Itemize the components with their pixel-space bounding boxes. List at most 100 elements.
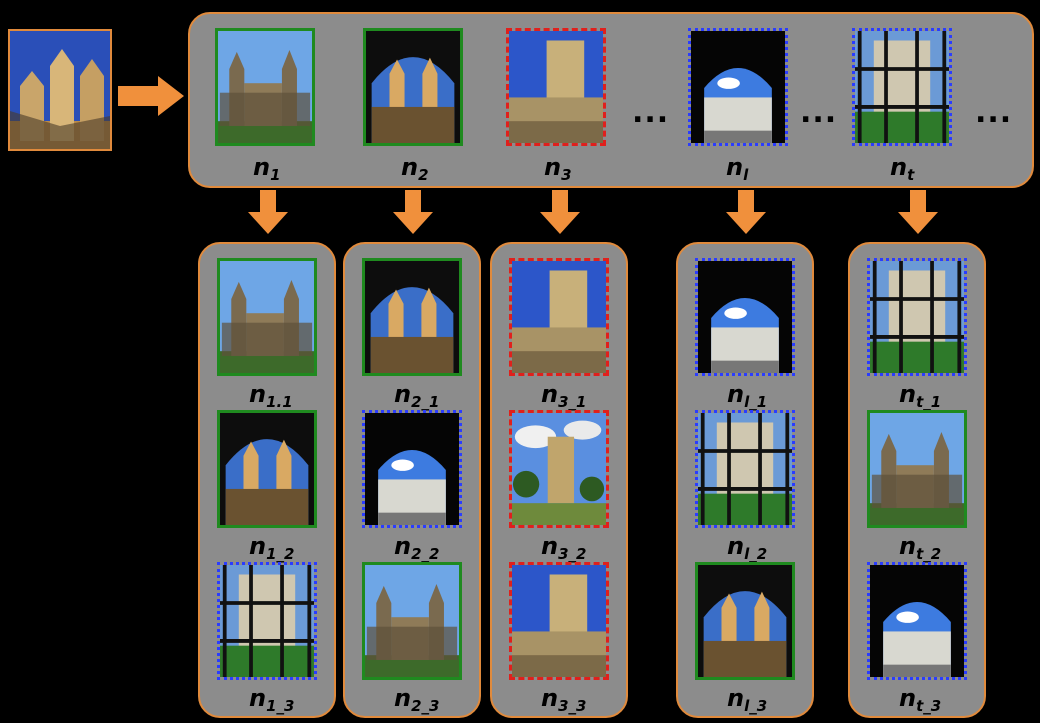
label-base: n bbox=[249, 380, 267, 408]
top-candidate-3 bbox=[506, 28, 606, 146]
column-3-match-1 bbox=[509, 258, 609, 376]
column-1-match-1 bbox=[217, 258, 317, 376]
label-subscript: 3_1 bbox=[558, 393, 587, 411]
label-subscript: 3 bbox=[561, 166, 572, 184]
label-base: n bbox=[726, 153, 744, 181]
arch-facade-photo bbox=[698, 565, 792, 677]
column-5-label-3: nt_3 bbox=[899, 684, 941, 715]
top-candidate-label-4: nl bbox=[726, 153, 748, 184]
label-subscript: l_2 bbox=[744, 545, 768, 563]
column-2-match-3 bbox=[362, 562, 462, 680]
right-arrow bbox=[118, 76, 184, 116]
dark-arch-photo bbox=[870, 565, 964, 677]
ellipsis-3: ... bbox=[975, 95, 1013, 130]
column-3-match-2 bbox=[509, 410, 609, 528]
column-2-match-1 bbox=[362, 258, 462, 376]
query-image bbox=[8, 29, 112, 151]
column-1-match-3 bbox=[217, 562, 317, 680]
top-candidate-label-1: n1 bbox=[253, 153, 281, 184]
top-candidate-label-2: n2 bbox=[401, 153, 429, 184]
tower-photo bbox=[512, 261, 606, 373]
down-arrow-3 bbox=[540, 190, 580, 234]
label-subscript: t_2 bbox=[916, 545, 942, 563]
top-candidate-label-5: nt bbox=[890, 153, 914, 184]
label-subscript: 2 bbox=[418, 166, 429, 184]
label-base: n bbox=[394, 684, 412, 712]
label-subscript: 2_2 bbox=[411, 545, 440, 563]
column-5-label-2: nt_2 bbox=[899, 532, 941, 563]
arch-facade-photo bbox=[220, 413, 314, 525]
label-subscript: t bbox=[907, 166, 915, 184]
label-base: n bbox=[899, 684, 917, 712]
label-base: n bbox=[890, 153, 908, 181]
label-base: n bbox=[401, 153, 419, 181]
label-subscript: 2_3 bbox=[411, 697, 440, 715]
window-photo bbox=[220, 565, 314, 677]
label-base: n bbox=[544, 153, 562, 181]
label-base: n bbox=[394, 532, 412, 560]
column-4-match-3 bbox=[695, 562, 795, 680]
ellipsis-1: ... bbox=[632, 95, 670, 130]
label-base: n bbox=[541, 684, 559, 712]
label-subscript: t_3 bbox=[916, 697, 942, 715]
column-4-match-1 bbox=[695, 258, 795, 376]
tower-photo bbox=[509, 31, 603, 143]
facade-photo bbox=[218, 31, 312, 143]
label-subscript: t_1 bbox=[916, 393, 942, 411]
column-3-label-1: n3_1 bbox=[541, 380, 586, 411]
window-photo bbox=[855, 31, 949, 143]
label-base: n bbox=[899, 532, 917, 560]
label-subscript: l bbox=[743, 166, 749, 184]
top-candidate-label-3: n3 bbox=[544, 153, 572, 184]
top-candidate-2 bbox=[363, 28, 463, 146]
column-3-label-2: n3_2 bbox=[541, 532, 586, 563]
dark-arch-photo bbox=[365, 413, 459, 525]
label-subscript: 1_2 bbox=[266, 545, 295, 563]
window-photo bbox=[870, 261, 964, 373]
down-arrow-2 bbox=[393, 190, 433, 234]
down-arrow-4 bbox=[726, 190, 766, 234]
facade-photo bbox=[365, 565, 459, 677]
label-base: n bbox=[541, 380, 559, 408]
column-4-match-2 bbox=[695, 410, 795, 528]
label-base: n bbox=[249, 684, 267, 712]
label-subscript: 1 bbox=[270, 166, 281, 184]
column-5-match-3 bbox=[867, 562, 967, 680]
column-5-match-1 bbox=[867, 258, 967, 376]
query-photo bbox=[10, 31, 110, 149]
label-base: n bbox=[249, 532, 267, 560]
column-1-match-2 bbox=[217, 410, 317, 528]
label-base: n bbox=[541, 532, 559, 560]
label-subscript: l_1 bbox=[744, 393, 768, 411]
dark-arch-photo bbox=[691, 31, 785, 143]
label-subscript: 2_1 bbox=[411, 393, 440, 411]
facade-photo bbox=[870, 413, 964, 525]
label-base: n bbox=[727, 532, 745, 560]
column-2-label-3: n2_3 bbox=[394, 684, 439, 715]
dark-arch-photo bbox=[698, 261, 792, 373]
label-subscript: l_3 bbox=[744, 697, 768, 715]
label-base: n bbox=[727, 684, 745, 712]
column-2-label-2: n2_2 bbox=[394, 532, 439, 563]
down-arrow-1 bbox=[248, 190, 288, 234]
facade-photo bbox=[220, 261, 314, 373]
column-2-label-1: n2_1 bbox=[394, 380, 439, 411]
label-subscript: 3_2 bbox=[558, 545, 587, 563]
window-photo bbox=[698, 413, 792, 525]
down-arrow-5 bbox=[898, 190, 938, 234]
label-subscript: 1_3 bbox=[266, 697, 295, 715]
label-base: n bbox=[899, 380, 917, 408]
arch-facade-photo bbox=[365, 261, 459, 373]
column-2-match-2 bbox=[362, 410, 462, 528]
column-1-label-3: n1_3 bbox=[249, 684, 294, 715]
label-subscript: 3_3 bbox=[558, 697, 587, 715]
column-4-label-1: nl_1 bbox=[727, 380, 767, 411]
column-1-label-2: n1_2 bbox=[249, 532, 294, 563]
arch-facade-photo bbox=[366, 31, 460, 143]
column-4-label-2: nl_2 bbox=[727, 532, 767, 563]
top-candidate-1 bbox=[215, 28, 315, 146]
tower-trees-photo bbox=[512, 413, 606, 525]
column-3-match-3 bbox=[509, 562, 609, 680]
column-3-label-3: n3_3 bbox=[541, 684, 586, 715]
column-1-label-1: n1.1 bbox=[249, 380, 293, 411]
